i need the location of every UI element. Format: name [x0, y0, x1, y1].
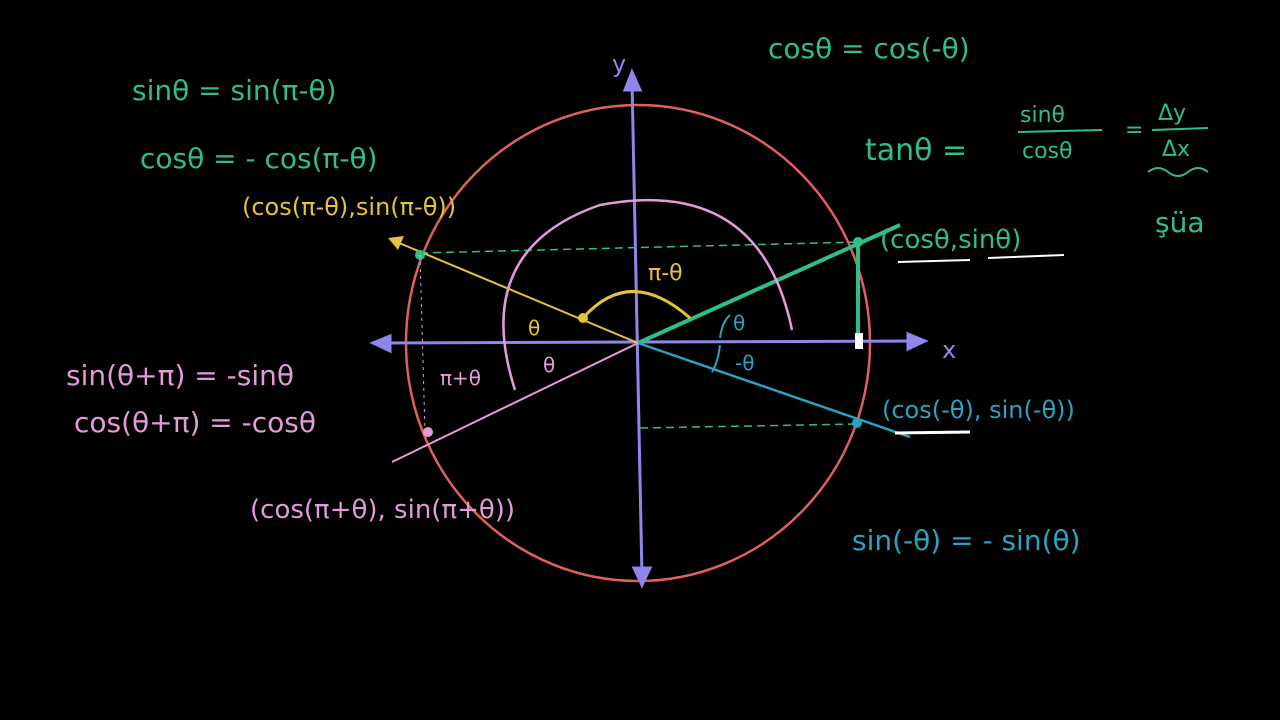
eq-cos-pi-minus: cosθ = - cos(π-θ): [140, 142, 378, 175]
eq-tan-num: sinθ: [1020, 103, 1065, 128]
theta-label: θ: [733, 311, 745, 335]
point-neg-label: (cos(-θ), sin(-θ)): [882, 396, 1075, 424]
point-pi-plus-label: (cos(π+θ), sin(π+θ)): [250, 495, 515, 525]
point-pi-minus-label: (cos(π-θ),sin(π-θ)): [242, 193, 456, 221]
pi-plus-theta-label: π+θ: [440, 366, 481, 390]
eq-sin-pi-minus: sinθ = sin(π-θ): [132, 74, 337, 107]
neg-theta-label: -θ: [735, 351, 754, 375]
axes: [369, 68, 929, 589]
eq-tan-lhs: tanθ =: [865, 133, 967, 168]
eq-tan-eq: =: [1125, 118, 1143, 143]
point-theta-label: (cosθ,sinθ): [880, 225, 1021, 255]
pi-minus-theta-label: π-θ: [648, 261, 683, 286]
cos-marker: [855, 333, 863, 349]
point-pi-plus-theta: [423, 427, 433, 437]
point-theta: [853, 237, 863, 247]
eq-dx: Δx: [1162, 137, 1190, 162]
eq-sin-plus-pi: sin(θ+π) = -sinθ: [66, 359, 294, 392]
theta-low-label: θ: [543, 353, 555, 377]
point-neg-theta: [852, 418, 862, 428]
pi-minus-theta-ray: [391, 239, 639, 344]
y-axis-label: y: [612, 50, 626, 78]
eq-sin-neg: sin(-θ) = - sin(θ): [852, 524, 1081, 557]
pi-plus-theta-ray: [391, 342, 639, 463]
theta-ray: [419, 223, 901, 429]
word-sua: şüa: [1155, 206, 1205, 239]
eq-cos-neg: cosθ = cos(-θ): [768, 32, 970, 65]
eq-dy: Δy: [1158, 101, 1186, 126]
eq-cos-plus-pi: cos(θ+π) = -cosθ: [74, 406, 316, 439]
x-axis-label: x: [942, 336, 956, 364]
theta-left-label: θ: [528, 316, 540, 340]
neg-theta-ray: [637, 341, 911, 439]
eq-tan-den: cosθ: [1022, 139, 1072, 164]
